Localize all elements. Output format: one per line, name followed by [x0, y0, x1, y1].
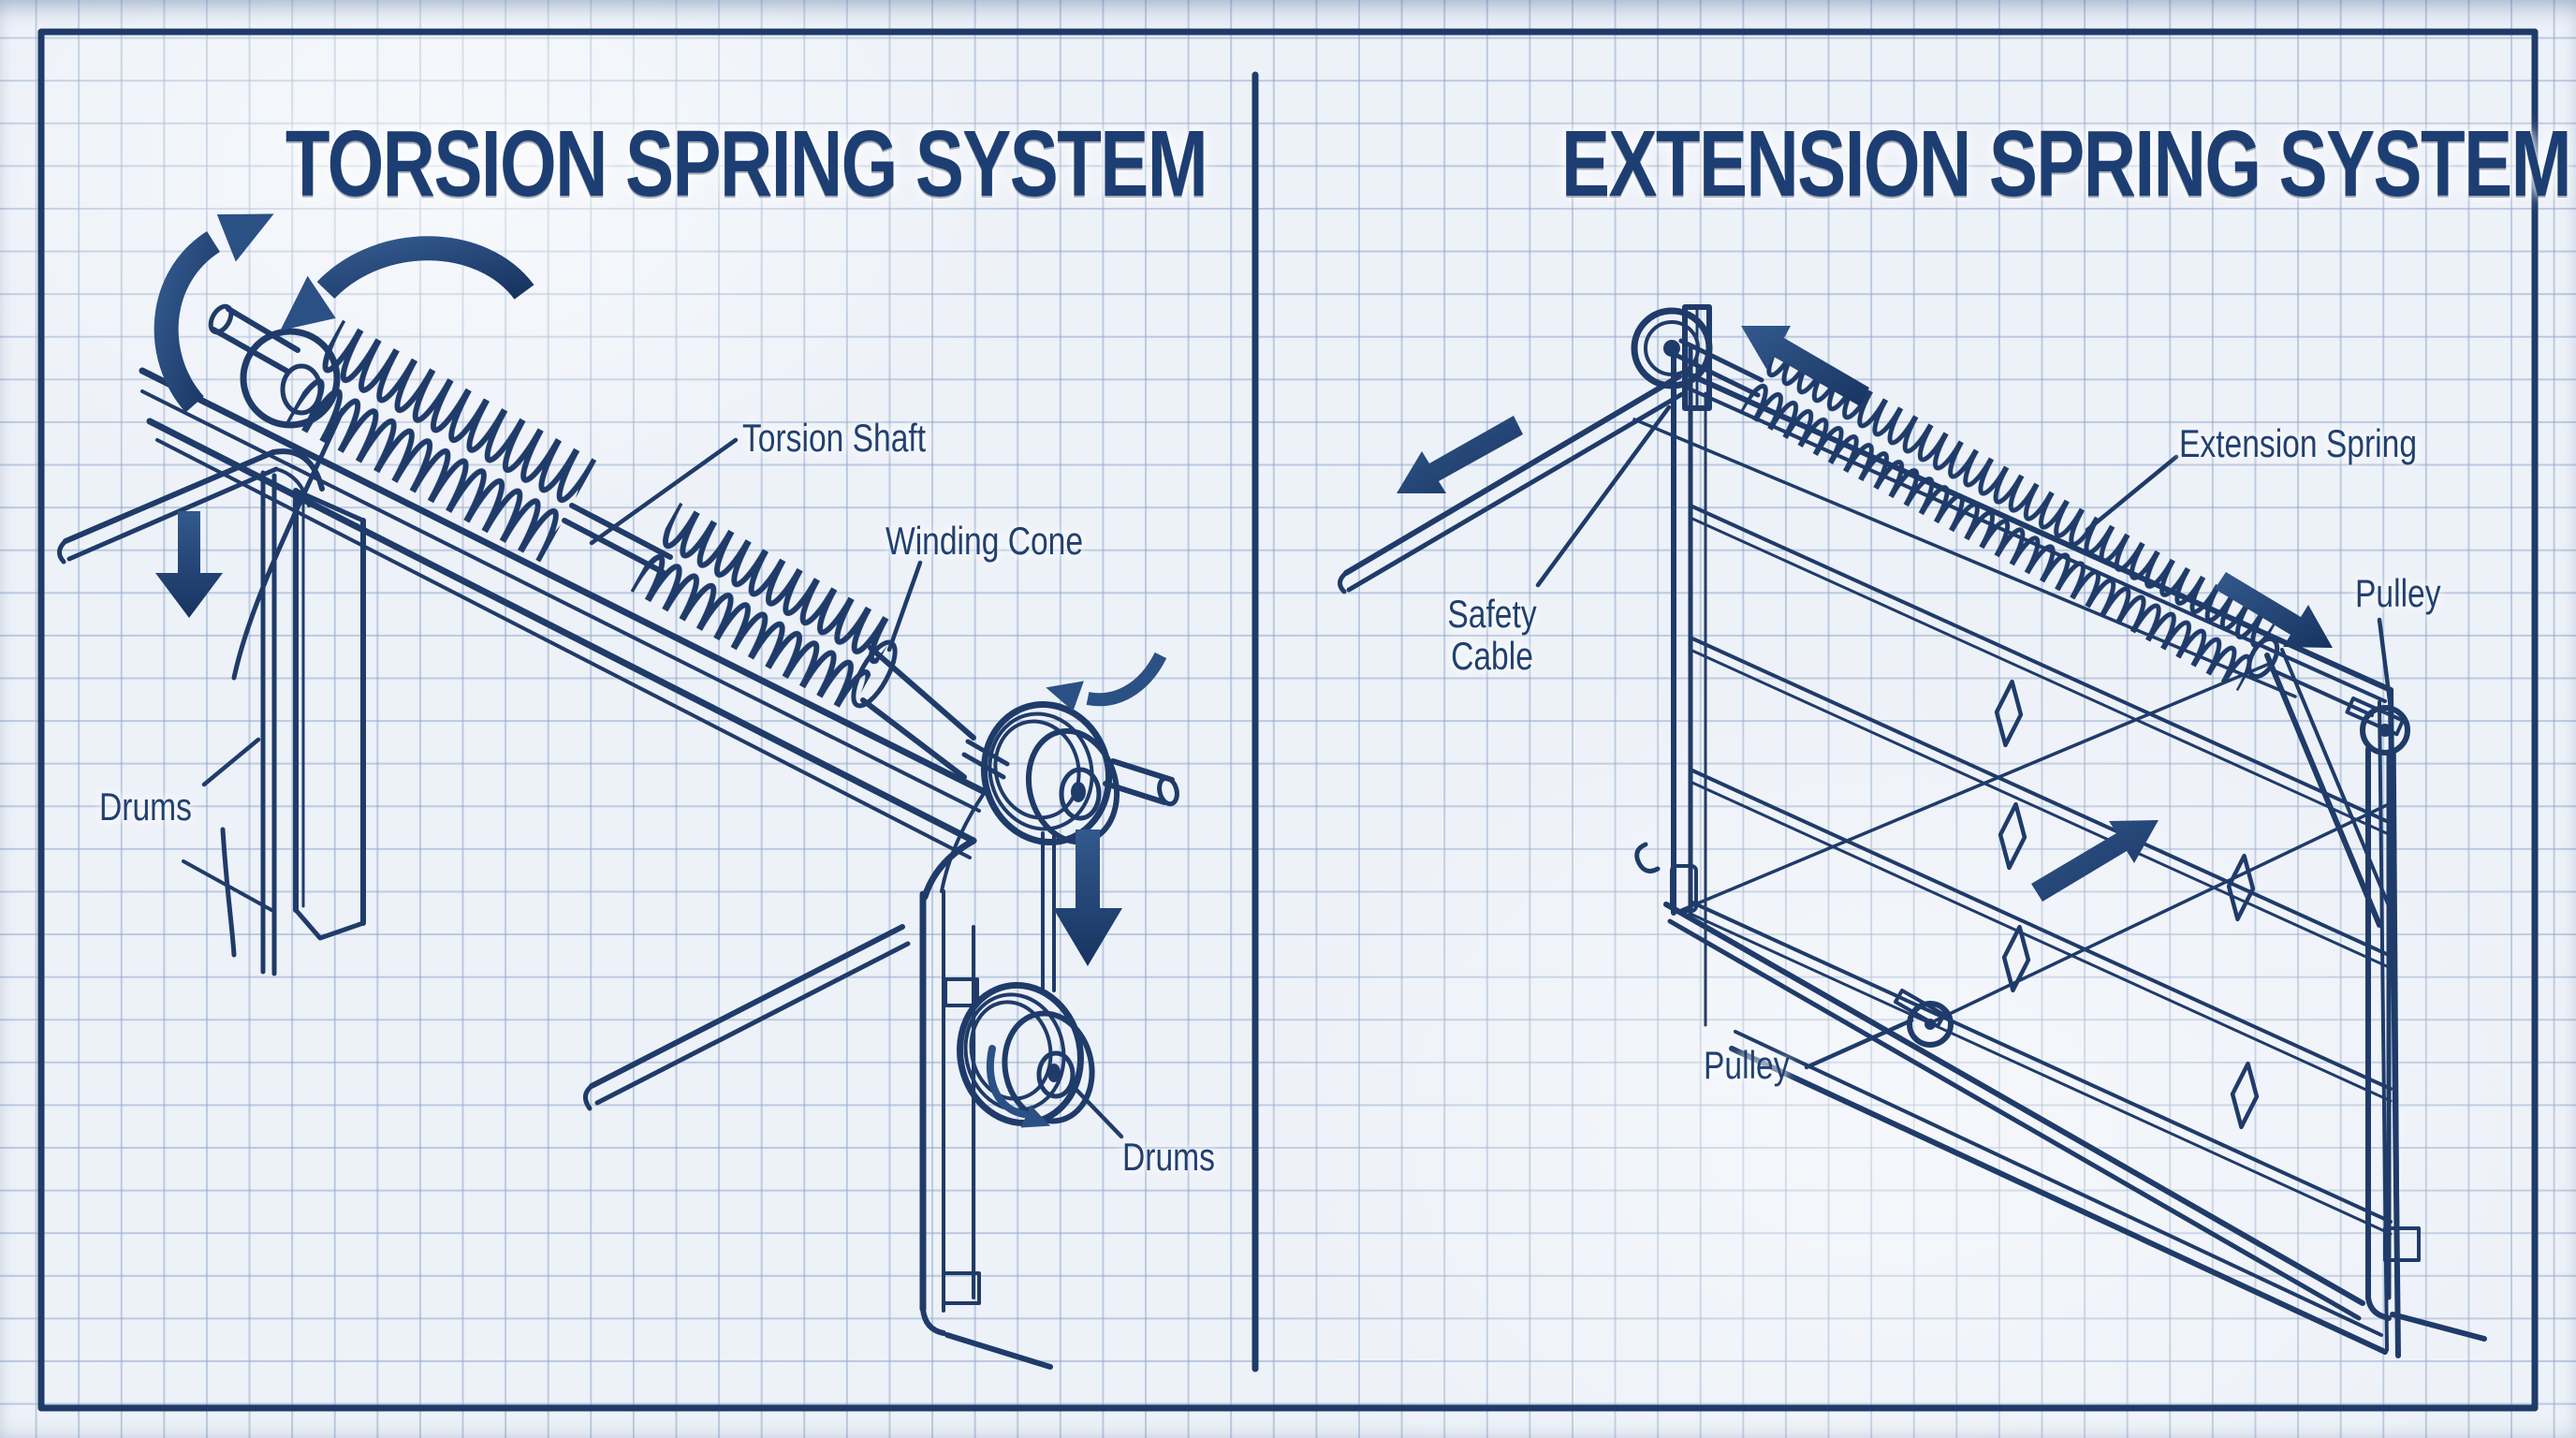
leader-safety-cable	[1535, 404, 1672, 588]
torsion-diagram	[57, 213, 1179, 1370]
label-torsion-shaft: Torsion Shaft	[742, 416, 927, 460]
leader-pulley-upper	[2377, 617, 2393, 711]
arrow-down-left-icon	[1397, 416, 1523, 493]
left-lift-cable	[231, 407, 345, 681]
label-safety-cable: Safety Cable	[1432, 592, 1552, 678]
left-jamb-post	[182, 470, 366, 976]
spring-cable	[2271, 668, 2374, 717]
torsion-spring-coil-right	[630, 502, 900, 713]
blueprint-frame	[37, 28, 2539, 1412]
right-panel-title: EXTENSION SPRING SYSTEM	[1561, 111, 2572, 216]
label-pulley-upper: Pulley	[2355, 571, 2441, 615]
garage-door-panel	[1682, 370, 2401, 1358]
header-beam	[139, 367, 988, 901]
down-arrow-right-icon	[1053, 829, 1122, 966]
label-drums-lower: Drums	[1122, 1135, 1215, 1179]
leader-pulley-lower	[1804, 1018, 1914, 1070]
rotation-arrow-cw-icon	[280, 236, 534, 331]
arrow-up-right-icon	[2031, 820, 2159, 902]
leader-drums-lower	[1070, 1083, 1124, 1139]
safety-cable-line	[1632, 418, 2297, 698]
rear-support	[2264, 648, 2487, 1342]
leader-drums-upper	[201, 737, 261, 787]
leader-extension-spring	[2085, 454, 2179, 533]
left-lift-cable-lower	[220, 827, 237, 958]
arrow-up-left-icon	[1741, 326, 1869, 406]
label-winding-cone: Winding Cone	[886, 519, 1084, 563]
lower-track	[1663, 902, 2365, 1321]
down-arrow-left-icon	[155, 511, 223, 618]
left-horizontal-track	[57, 448, 325, 565]
label-pulley-lower: Pulley	[1704, 1043, 1790, 1087]
label-safety-cable-line1: Safety	[1447, 592, 1537, 636]
lift-cable-upper	[1676, 663, 2269, 914]
arrow-down-right-icon	[2215, 572, 2333, 648]
leader-winding-cone	[886, 560, 923, 653]
rotation-arrow-drum-icon	[1046, 652, 1167, 712]
label-drums-upper: Drums	[99, 785, 192, 829]
pulley-lower-part	[1894, 989, 1954, 1048]
drum-upper-part	[980, 701, 1179, 845]
extension-diagram	[1338, 304, 2487, 1358]
rotation-arrow-ccw-icon	[154, 213, 274, 413]
label-safety-cable-line2: Cable	[1451, 633, 1533, 678]
anchor-pulley-part	[1631, 307, 1764, 398]
drum-lower-part	[957, 981, 1095, 1128]
leader-torsion-shaft	[589, 437, 739, 546]
label-extension-spring: Extension Spring	[2179, 421, 2418, 465]
ceiling-track	[1338, 374, 1685, 594]
torsion-spring-coil-left	[285, 319, 597, 563]
door-hinges	[1994, 679, 2260, 1130]
right-vertical-track	[919, 889, 1053, 1370]
left-panel-title: TORSION SPRING SYSTEM	[285, 111, 1208, 216]
lift-cable-lower	[1934, 801, 2393, 1022]
mid-horizontal-track	[583, 924, 911, 1111]
